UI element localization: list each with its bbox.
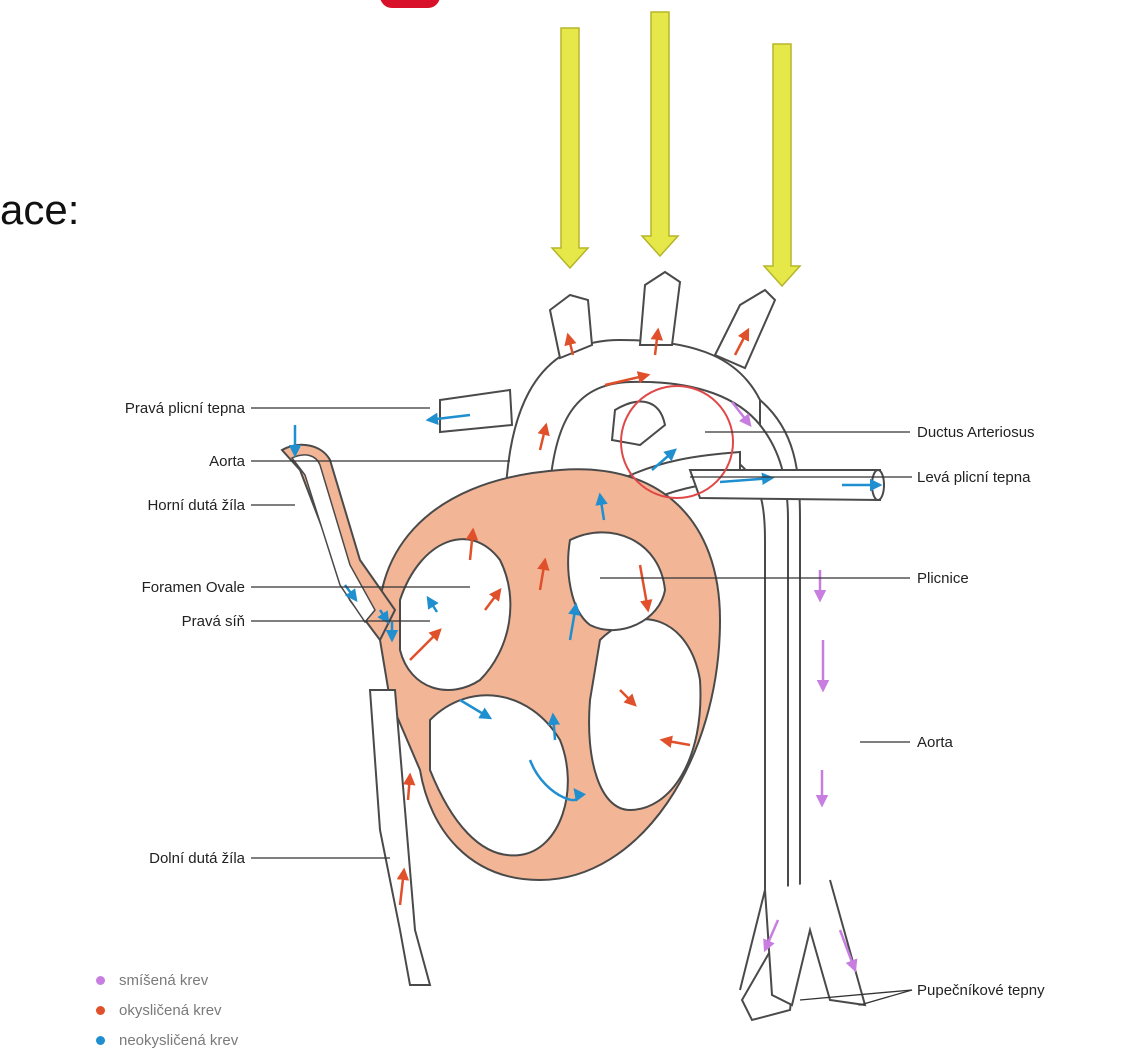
heart-cavity-left-ventricle <box>589 619 700 810</box>
legend-dot-mixed <box>96 976 105 985</box>
subclavian-branch <box>715 290 775 368</box>
pointer-arrow-left <box>552 28 588 268</box>
umbilical-arteries <box>765 880 865 1005</box>
legend-dot-oxygenated <box>96 1006 105 1015</box>
legend-label: neokysličená krev <box>119 1032 238 1049</box>
label-plicnice: Plicnice <box>917 570 969 587</box>
label-pupecnikove-tepny: Pupečníkové tepny <box>917 982 1045 999</box>
label-dolni-duta-zila: Dolní dutá žíla <box>149 850 246 867</box>
label-horni-duta-zila: Horní dutá žíla <box>147 497 245 514</box>
pointer-arrow-right <box>764 44 800 286</box>
label-ductus-arteriosus: Ductus Arteriosus <box>917 424 1035 441</box>
ductus-arteriosus-shape <box>612 402 665 445</box>
label-prava-sin: Pravá síň <box>182 613 245 630</box>
legend-item-oxygenated: okysličená krev <box>96 995 238 1025</box>
label-aorta-left: Aorta <box>209 453 246 470</box>
right-pulmonary-artery <box>440 390 512 432</box>
label-aorta-right: Aorta <box>917 734 954 751</box>
label-prava-plicni-tepna: Pravá plicní tepna <box>125 400 246 417</box>
legend-label: smíšená krev <box>119 972 208 989</box>
legend: smíšená krev okysličená krev neokysličen… <box>96 965 238 1055</box>
legend-dot-deoxygenated <box>96 1036 105 1045</box>
label-foramen-ovale: Foramen Ovale <box>142 579 245 596</box>
pointer-arrow-middle <box>642 12 678 256</box>
legend-item-mixed: smíšená krev <box>96 965 238 995</box>
legend-item-deoxygenated: neokysličená krev <box>96 1025 238 1055</box>
carotid-branch <box>640 272 680 345</box>
label-leva-plicni-tepna: Levá plicní tepna <box>917 469 1031 486</box>
legend-label: okysličená krev <box>119 1002 222 1019</box>
